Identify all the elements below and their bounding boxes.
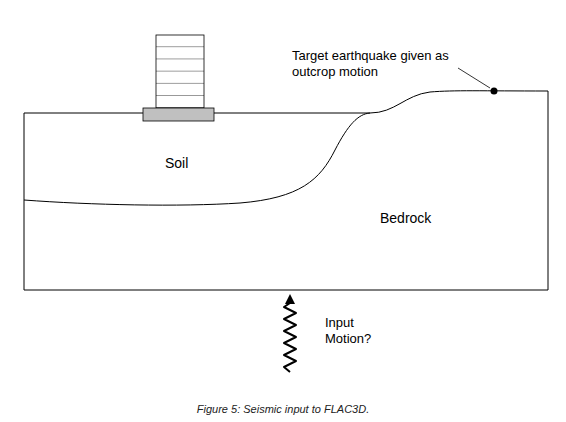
callout-note: Target earthquake given as outcrop motio… xyxy=(292,48,460,80)
input-label: Input Motion? xyxy=(325,315,385,347)
building xyxy=(156,35,204,108)
soil-bedrock-interface xyxy=(24,113,370,205)
region-label: Soil xyxy=(165,155,225,171)
leader-line xyxy=(458,68,490,88)
wave-arrow xyxy=(284,303,296,372)
region-label: Bedrock xyxy=(380,210,470,226)
foundation xyxy=(143,108,214,121)
arrow-head xyxy=(285,294,295,304)
model-boundary xyxy=(24,91,548,290)
outcrop-point xyxy=(491,88,498,95)
figure-caption: Figure 5: Seismic input to FLAC3D. xyxy=(0,403,566,415)
